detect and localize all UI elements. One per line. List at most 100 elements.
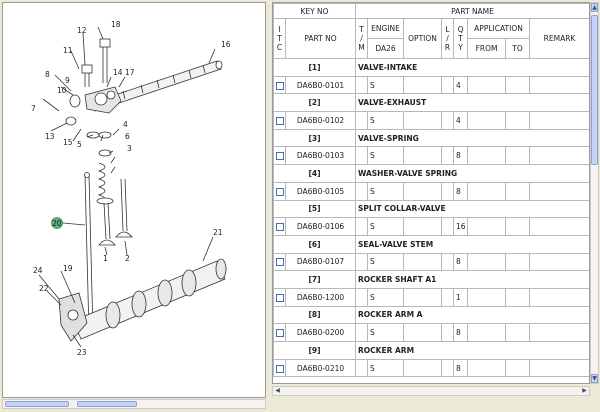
qty-cell: 8 — [453, 252, 469, 272]
callout-9: 9 — [65, 76, 70, 85]
from-cell — [467, 181, 507, 201]
lr-cell — [441, 323, 455, 342]
remark-cell — [529, 217, 589, 236]
remark-cell — [529, 111, 589, 130]
qty-cell: 8 — [453, 358, 469, 378]
row-checkbox[interactable] — [276, 223, 284, 232]
row-checkbox[interactable] — [276, 81, 284, 90]
diagram-scroll-thumb[interactable] — [5, 401, 69, 407]
da26-cell: S — [367, 287, 405, 307]
callout-3: 3 — [127, 144, 132, 153]
header-key-no: KEY NO — [273, 3, 357, 19]
part-no-cell: DA6B0-0107 — [284, 252, 357, 272]
callout-8: 8 — [45, 70, 50, 79]
row-checkbox[interactable] — [276, 364, 284, 373]
row-checkbox[interactable] — [276, 258, 284, 267]
remark-cell — [529, 323, 589, 342]
from-cell — [467, 111, 507, 130]
part-no-cell: DA6B0-0102 — [284, 111, 357, 130]
option-cell — [403, 287, 443, 307]
group-row: [4]WASHER-VALVE SPRING — [273, 164, 589, 183]
tm-cell — [355, 252, 369, 272]
group-key: [3] — [273, 128, 357, 148]
part-no-cell: DA6B0-0101 — [284, 75, 357, 95]
row-checkbox[interactable] — [276, 293, 284, 302]
callout-15: 15 — [63, 138, 73, 147]
header-part-no: PART NO — [284, 18, 357, 59]
to-cell — [505, 75, 531, 95]
scroll-right-arrow-icon[interactable]: ▶ — [582, 387, 587, 394]
row-select-cell — [273, 217, 286, 236]
header-lr: L/R — [441, 18, 455, 59]
row-select-cell — [273, 146, 286, 166]
row-select-cell — [273, 287, 286, 307]
lr-cell — [441, 181, 455, 201]
callout-22: 22 — [39, 284, 49, 293]
from-cell — [467, 323, 507, 342]
option-cell — [403, 217, 443, 236]
group-row: [1]VALVE-INTAKE — [273, 58, 589, 77]
row-checkbox[interactable] — [276, 152, 284, 161]
diagram-scroll-thumb-secondary[interactable] — [77, 401, 137, 407]
row-checkbox[interactable] — [276, 116, 284, 125]
header-option: OPTION — [403, 18, 443, 59]
part-no-cell: DA6B0-0105 — [284, 181, 357, 201]
row-select-cell — [273, 323, 286, 342]
from-cell — [467, 287, 507, 307]
table-vertical-scrollbar[interactable]: ▲ ▼ — [590, 2, 599, 384]
qty-cell: 4 — [453, 75, 469, 95]
header-tm: T/M — [355, 18, 369, 59]
callout-13: 13 — [45, 132, 55, 141]
group-row: [5]SPLIT COLLAR-VALVE — [273, 199, 589, 219]
qty-cell: 8 — [453, 181, 469, 201]
group-row: [8]ROCKER ARM A — [273, 305, 589, 325]
qty-cell: 8 — [453, 146, 469, 166]
callout-5: 5 — [77, 140, 82, 149]
row-select-cell — [273, 358, 286, 378]
to-cell — [505, 358, 531, 378]
header-to: TO — [505, 38, 531, 59]
remark-cell — [529, 146, 589, 166]
remark-cell — [529, 75, 589, 95]
scroll-left-arrow-icon[interactable]: ◀ — [275, 387, 280, 394]
diagram-illustration: 18 12 11 8 9 10 7 13 15 5 14 17 16 4 6 3… — [31, 20, 231, 357]
to-cell — [505, 146, 531, 166]
callout-23: 23 — [77, 348, 87, 357]
row-checkbox[interactable] — [276, 329, 284, 338]
header-from: FROM — [467, 38, 507, 59]
callout-18: 18 — [111, 20, 121, 29]
diagram-horizontal-scrollbar[interactable] — [2, 399, 266, 409]
row-select-cell — [273, 252, 286, 272]
from-cell — [467, 252, 507, 272]
table-scroll-thumb[interactable] — [591, 15, 598, 165]
scroll-down-arrow-icon[interactable]: ▼ — [591, 374, 598, 383]
group-part-name: ROCKER ARM A — [355, 305, 589, 325]
callout-2: 2 — [125, 254, 130, 263]
da26-cell: S — [367, 323, 405, 342]
callout-4: 4 — [123, 120, 128, 129]
lr-cell — [441, 111, 455, 130]
tm-cell — [355, 146, 369, 166]
table-horizontal-scrollbar[interactable]: ◀ ▶ — [272, 386, 590, 396]
option-cell — [403, 146, 443, 166]
tm-cell — [355, 358, 369, 378]
qty-cell: 8 — [453, 323, 469, 342]
to-cell — [505, 323, 531, 342]
group-part-name: VALVE-INTAKE — [355, 58, 589, 77]
da26-cell: S — [367, 111, 405, 130]
row-checkbox[interactable] — [276, 187, 284, 196]
scroll-up-arrow-icon[interactable]: ▲ — [591, 3, 598, 12]
callout-24: 24 — [33, 266, 43, 275]
tm-cell — [355, 287, 369, 307]
